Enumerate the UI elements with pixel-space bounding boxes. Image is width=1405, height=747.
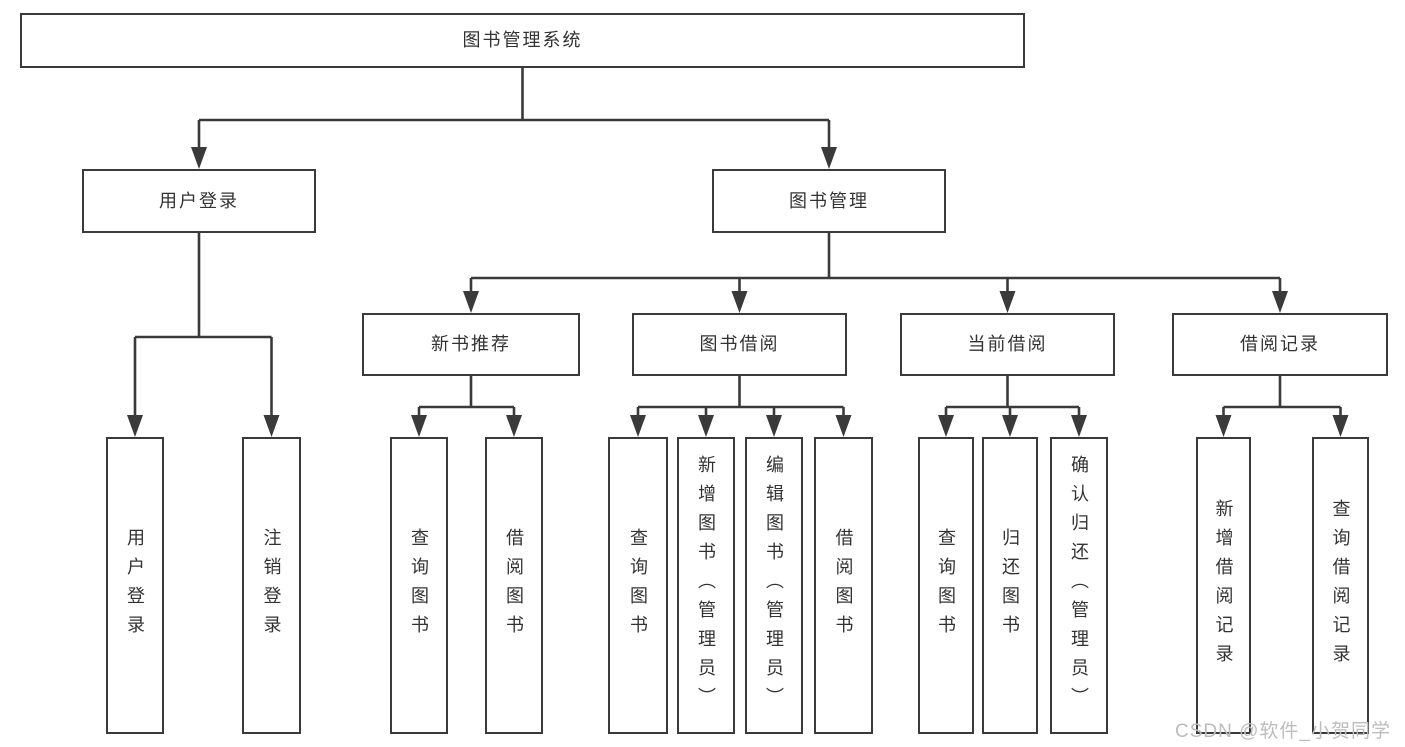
- node-cb-query-label: 查询图书: [936, 527, 956, 644]
- node-bb-edit-label: 编辑图书（管理员）: [764, 455, 784, 716]
- node-nb-borrow: 借阅图书: [485, 437, 543, 734]
- node-nb-query: 查询图书: [390, 437, 448, 734]
- node-br-query-label: 查询借阅记录: [1330, 498, 1351, 673]
- node-cb-return-label: 归还图书: [1000, 527, 1020, 644]
- node-bb-add-label: 新增图书（管理员）: [696, 455, 716, 716]
- node-bb-add: 新增图书（管理员）: [677, 437, 735, 734]
- node-cb-query: 查询图书: [918, 437, 974, 734]
- node-root: 图书管理系统: [20, 13, 1025, 68]
- node-user-login-label: 用户登录: [159, 190, 239, 211]
- node-new-books: 新书推荐: [362, 313, 580, 376]
- node-cb-return: 归还图书: [982, 437, 1038, 734]
- node-user-login: 用户登录: [82, 169, 316, 233]
- node-br-add: 新增借阅记录: [1196, 437, 1251, 734]
- node-login-label: 用户登录: [125, 527, 145, 644]
- node-root-label: 图书管理系统: [462, 30, 583, 51]
- node-cb-confirm-label: 确认归还（管理员）: [1069, 455, 1089, 716]
- node-logout: 注销登录: [242, 437, 301, 734]
- node-logout-label: 注销登录: [261, 527, 282, 644]
- node-nb-query-label: 查询图书: [409, 527, 429, 644]
- node-bb-borrow: 借阅图书: [814, 437, 873, 734]
- node-borrow-records-label: 借阅记录: [1240, 334, 1320, 355]
- node-book-borrow: 图书借阅: [632, 313, 847, 376]
- node-nb-borrow-label: 借阅图书: [504, 527, 524, 644]
- node-current-borrow: 当前借阅: [900, 313, 1115, 376]
- node-login: 用户登录: [106, 437, 164, 734]
- node-br-query: 查询借阅记录: [1312, 437, 1369, 734]
- node-br-add-label: 新增借阅记录: [1213, 498, 1234, 673]
- node-bb-query: 查询图书: [608, 437, 668, 734]
- node-new-books-label: 新书推荐: [431, 334, 511, 355]
- node-bb-borrow-label: 借阅图书: [833, 527, 854, 644]
- node-book-mgmt: 图书管理: [712, 169, 946, 233]
- node-book-mgmt-label: 图书管理: [789, 190, 869, 211]
- node-bb-query-label: 查询图书: [628, 527, 648, 644]
- node-bb-edit: 编辑图书（管理员）: [745, 437, 803, 734]
- node-book-borrow-label: 图书借阅: [699, 334, 780, 355]
- node-current-borrow-label: 当前借阅: [967, 334, 1048, 355]
- watermark: CSDN @软件_小贺同学: [1175, 721, 1391, 742]
- node-borrow-records: 借阅记录: [1172, 313, 1388, 376]
- node-cb-confirm: 确认归还（管理员）: [1050, 437, 1108, 734]
